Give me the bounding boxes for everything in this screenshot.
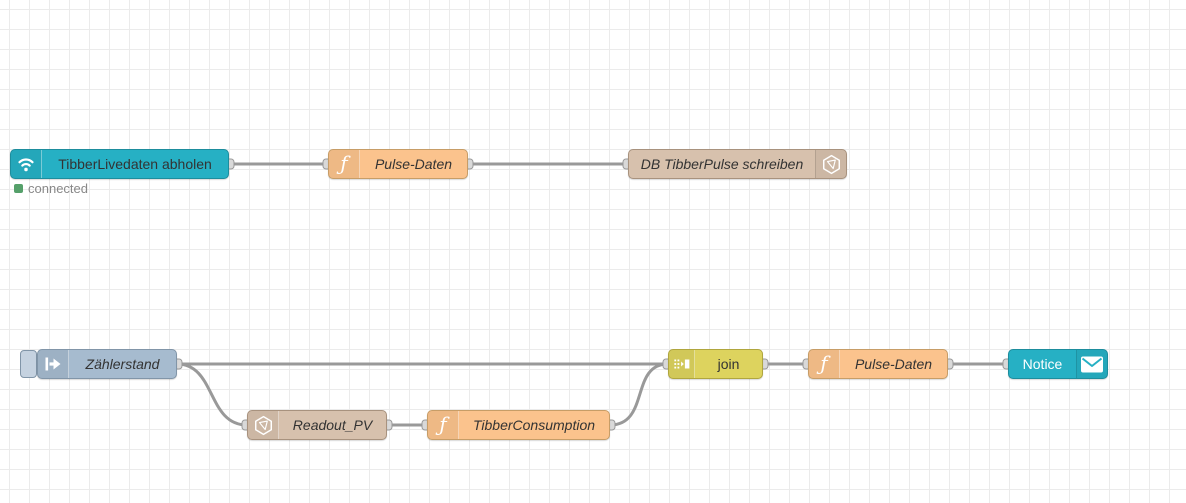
node-label: Pulse-Daten (854, 356, 933, 372)
function-glyph: ƒ (439, 412, 447, 436)
inject-button[interactable] (20, 350, 37, 378)
node-label: join (717, 356, 740, 372)
influxdb-icon (248, 411, 279, 439)
status-connected-dot (14, 184, 23, 193)
node-function-pulse-daten-top[interactable]: ƒ Pulse-Daten (328, 149, 468, 179)
node-function-tibber-consumption[interactable]: ƒ TibberConsumption (427, 410, 610, 440)
node-influxdb-readout-pv[interactable]: Readout_PV (247, 410, 387, 440)
node-label: Pulse-Daten (374, 156, 453, 172)
node-label: DB TibberPulse schreiben (640, 156, 804, 172)
wire-consumption-to-join[interactable] (608, 362, 670, 427)
wire-inject-to-readout[interactable] (175, 362, 249, 427)
envelope-icon (1076, 350, 1107, 378)
function-glyph: ƒ (820, 351, 828, 375)
node-label: Notice (1022, 356, 1063, 372)
function-icon: ƒ (428, 411, 459, 439)
function-icon: ƒ (809, 350, 840, 378)
node-inject-zaehlerstand[interactable]: Zählerstand (37, 349, 177, 379)
node-label: Zählerstand (85, 356, 160, 372)
node-label: TibberLivedaten abholen (58, 156, 212, 172)
node-label: TibberConsumption (472, 417, 596, 433)
node-status: connected (14, 181, 88, 196)
function-glyph: ƒ (340, 151, 348, 175)
node-join[interactable]: join (668, 349, 763, 379)
join-icon (669, 350, 695, 378)
node-label: Readout_PV (292, 417, 373, 433)
inject-arrow-icon (38, 350, 69, 378)
node-influxdb-write[interactable]: DB TibberPulse schreiben (628, 149, 847, 179)
wifi-icon (11, 150, 42, 178)
node-function-pulse-daten-bottom[interactable]: ƒ Pulse-Daten (808, 349, 948, 379)
node-tibber-livedaten[interactable]: TibberLivedaten abholen (10, 149, 229, 179)
status-text: connected (28, 181, 88, 196)
node-notice[interactable]: Notice (1008, 349, 1108, 379)
function-icon: ƒ (329, 150, 360, 178)
influxdb-icon (815, 150, 846, 178)
